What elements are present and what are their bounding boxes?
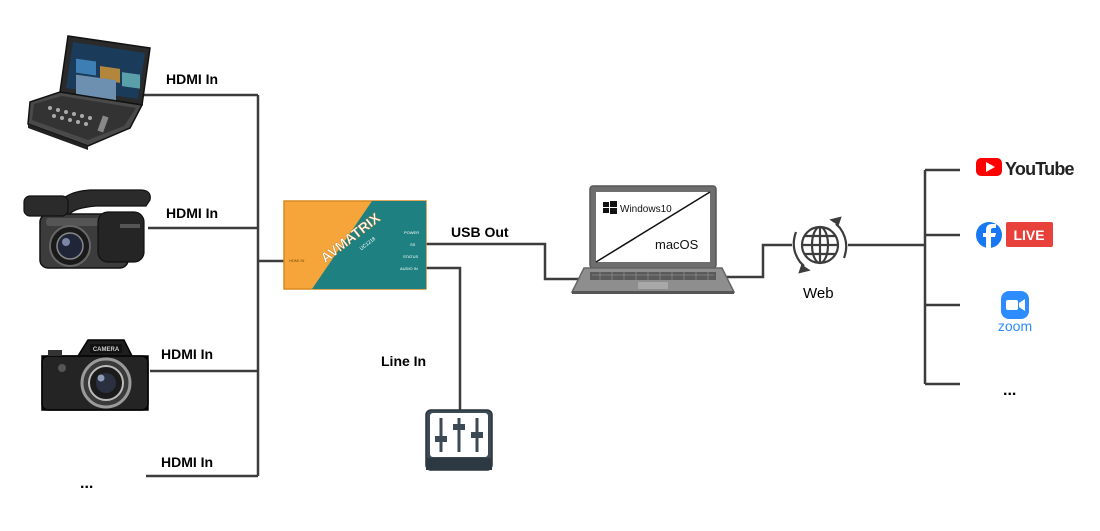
line-in-label: Line In bbox=[381, 353, 426, 369]
youtube-icon bbox=[976, 158, 1002, 176]
zoom-logo: zoom bbox=[998, 291, 1032, 334]
audio-mixer-icon bbox=[425, 409, 493, 471]
globe-icon bbox=[792, 216, 848, 274]
svg-text:CAMERA: CAMERA bbox=[93, 347, 120, 353]
video-switcher-icon bbox=[27, 35, 151, 150]
usb-out-label: USB Out bbox=[451, 224, 509, 240]
youtube-logo: YouTube bbox=[976, 158, 1075, 179]
web-link bbox=[725, 243, 792, 279]
hdmi-in-label-camcorder: HDMI In bbox=[166, 205, 218, 221]
hdmi-in-label-switcher: HDMI In bbox=[166, 71, 218, 87]
facebook-icon bbox=[976, 222, 1002, 248]
more-platforms-ellipsis: ... bbox=[1003, 382, 1016, 399]
usb-out-link bbox=[426, 242, 588, 281]
port-power-label: POWER bbox=[404, 230, 419, 235]
port-audio-label: AUDIO IN bbox=[400, 266, 418, 271]
youtube-label: YouTube bbox=[1005, 159, 1075, 179]
live-badge bbox=[1006, 222, 1053, 247]
hdmi-in-label-more: HDMI In bbox=[161, 454, 213, 470]
os-divider-line bbox=[595, 191, 711, 263]
web-label: Web bbox=[803, 285, 834, 302]
windows-os-label: Windows10 bbox=[620, 204, 672, 215]
camcorder-icon bbox=[23, 189, 151, 269]
camera-icon: CAMERA bbox=[41, 339, 149, 411]
hdmi-in-label-camera: HDMI In bbox=[161, 346, 213, 362]
zoom-icon bbox=[1001, 291, 1029, 319]
zoom-label: zoom bbox=[998, 318, 1032, 334]
capture-device: AVMATRIX UC1218 HDMI IN POWER SS STATUS … bbox=[283, 200, 427, 290]
facebook-live-logo: LIVE bbox=[976, 222, 1053, 248]
port-status-label: STATUS bbox=[403, 254, 419, 259]
connection-lines bbox=[133, 93, 960, 478]
line-in-link bbox=[426, 266, 462, 410]
port-hdmi-label: HDMI IN bbox=[289, 258, 304, 263]
laptop-icon: Windows10 macOS bbox=[570, 185, 736, 294]
macos-label: macOS bbox=[655, 237, 699, 252]
port-usb-label: SS bbox=[410, 242, 416, 247]
windows-logo-icon bbox=[603, 201, 617, 214]
facebook-live-label: LIVE bbox=[1013, 227, 1044, 243]
more-inputs-ellipsis: ... bbox=[80, 475, 93, 492]
